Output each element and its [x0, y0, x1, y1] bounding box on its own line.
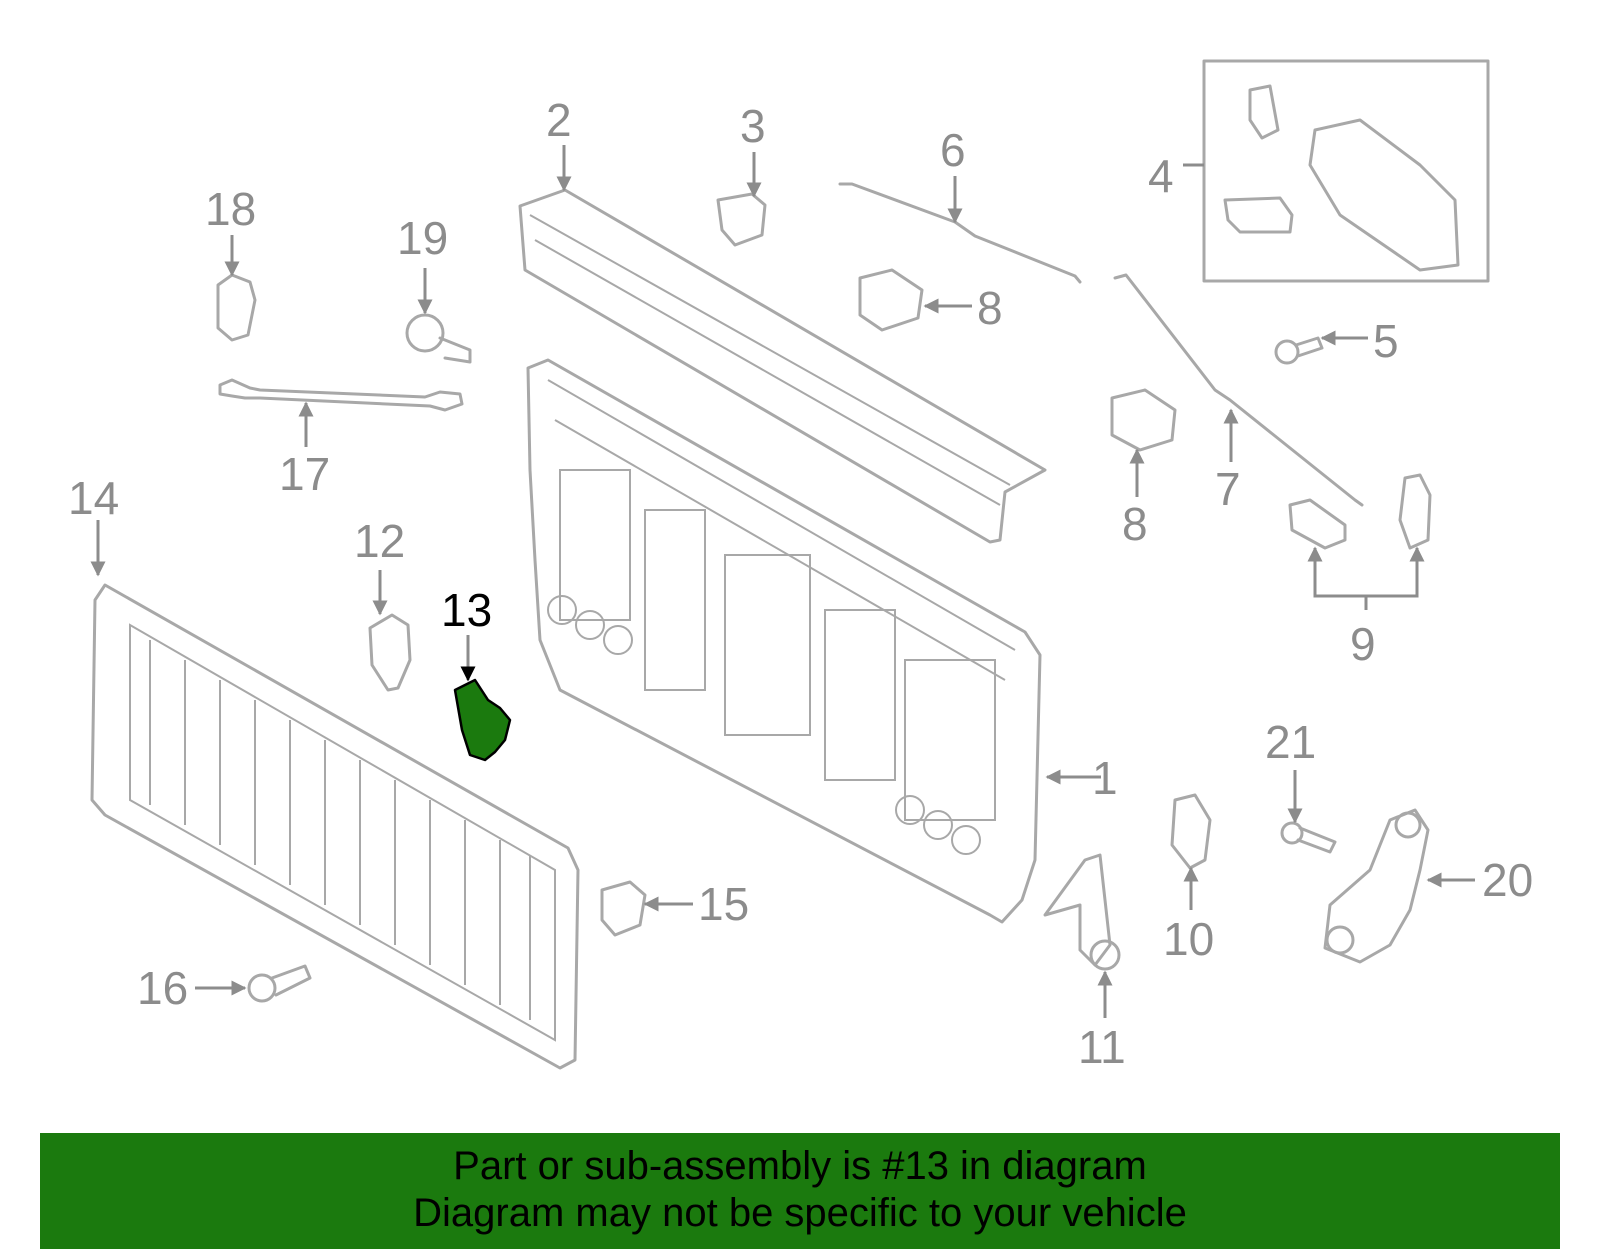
callout-7: 7: [1215, 463, 1241, 515]
part-6-rod: [838, 182, 1082, 284]
part-4-handle-assembly: [1202, 59, 1490, 283]
info-banner: Part or sub-assembly is #13 in diagram D…: [40, 1133, 1560, 1249]
callout-9: 9: [1350, 618, 1376, 670]
part-17-cable: [218, 378, 464, 412]
banner-line-disclaimer: Diagram may not be specific to your vehi…: [413, 1191, 1187, 1235]
part-9-cables: [1288, 473, 1432, 550]
callout-8-lower: 8: [1122, 498, 1148, 550]
callout-5: 5: [1373, 315, 1399, 367]
callout-14: 14: [68, 472, 119, 524]
part-13-highlighted: [453, 678, 512, 762]
callout-15: 15: [698, 878, 749, 930]
callout-1: 1: [1092, 752, 1118, 804]
callout-19: 19: [397, 212, 448, 264]
part-8-clip-lower: [1110, 388, 1177, 452]
leader-lines: [90, 145, 1475, 1018]
part-18-clip: [216, 273, 257, 342]
part-12-bushing: [368, 613, 412, 692]
callout-20: 20: [1482, 854, 1533, 906]
callout-21: 21: [1265, 716, 1316, 768]
part-14-outer-panel: [90, 583, 580, 1070]
callout-11: 11: [1078, 1021, 1126, 1073]
part-7-rod: [1113, 273, 1364, 507]
part-1-inner-panel: [526, 358, 1042, 924]
callout-8-upper: 8: [977, 282, 1003, 334]
callout-17: 17: [279, 448, 330, 500]
part-21-bolt: [1280, 821, 1337, 854]
callout-12: 12: [354, 515, 405, 567]
part-3-clip: [716, 192, 767, 247]
part-19-pivot: [405, 313, 472, 364]
callout-18: 18: [205, 183, 256, 235]
callout-16: 16: [137, 962, 188, 1014]
part-5-bolt: [1274, 336, 1324, 365]
callout-3: 3: [740, 100, 766, 152]
callout-10: 10: [1163, 913, 1214, 965]
callout-4: 4: [1148, 150, 1174, 202]
callout-2: 2: [546, 94, 572, 146]
part-15-clip: [600, 880, 647, 937]
part-20-striker: [1323, 808, 1430, 964]
callout-labels: 1 2 3 4 5 6 7 8 8 9 10 11 12 13 14 15 16…: [68, 94, 1533, 1073]
part-2-top-protector: [518, 188, 1047, 544]
callout-13: 13: [441, 584, 492, 636]
part-11-bracket: [1043, 853, 1121, 971]
callout-6: 6: [940, 124, 966, 176]
part-10-hinge: [1170, 793, 1212, 870]
banner-line-part: Part or sub-assembly is #13 in diagram: [453, 1144, 1147, 1188]
part-16-bolt: [247, 964, 312, 1003]
part-8-clip-upper: [858, 268, 924, 332]
